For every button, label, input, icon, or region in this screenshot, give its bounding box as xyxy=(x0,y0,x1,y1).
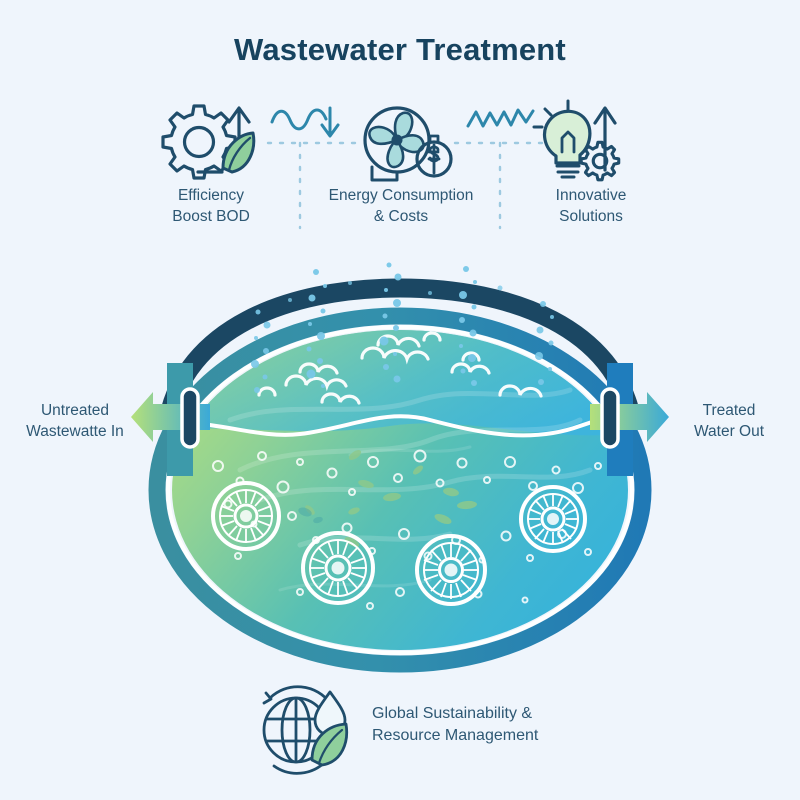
lightbulb-gear-icon xyxy=(532,99,621,182)
bubble-column-group xyxy=(251,262,554,393)
inlet-label: Untreated Wastewatte In xyxy=(26,402,124,441)
diffuser xyxy=(211,481,281,551)
tank-inner-highlight xyxy=(166,325,634,655)
diffuser-group xyxy=(211,481,587,606)
fan-cost-icon xyxy=(363,106,453,182)
feature-label-innovation: Innovative Solutions xyxy=(555,187,627,225)
page-title: Wastewater Treatment xyxy=(234,32,566,67)
inlet-arrow-icon xyxy=(131,363,210,476)
sine-wave-down-arrow-icon xyxy=(270,106,340,138)
diffuser xyxy=(415,534,487,606)
diffuser xyxy=(301,531,375,605)
connector-dotted-lines xyxy=(266,141,547,230)
zigzag-wave-icon xyxy=(466,108,535,128)
outlet-arrow-icon xyxy=(590,363,669,476)
leaf-icon xyxy=(221,131,256,174)
diffuser xyxy=(519,485,587,553)
feature-label-energy: Energy Consumption & Costs xyxy=(328,187,474,225)
floc-particles xyxy=(305,450,477,548)
tank-rim-outer xyxy=(148,307,652,673)
tank-rim-top-arch xyxy=(158,278,642,423)
outlet-label: Treated Water Out xyxy=(693,402,765,441)
feature-label-efficiency: Efficiency Boost BOD xyxy=(172,187,250,225)
footer-leaf-icon xyxy=(310,722,349,767)
footer-label: Global Sustainability & Resource Managem… xyxy=(372,705,539,745)
